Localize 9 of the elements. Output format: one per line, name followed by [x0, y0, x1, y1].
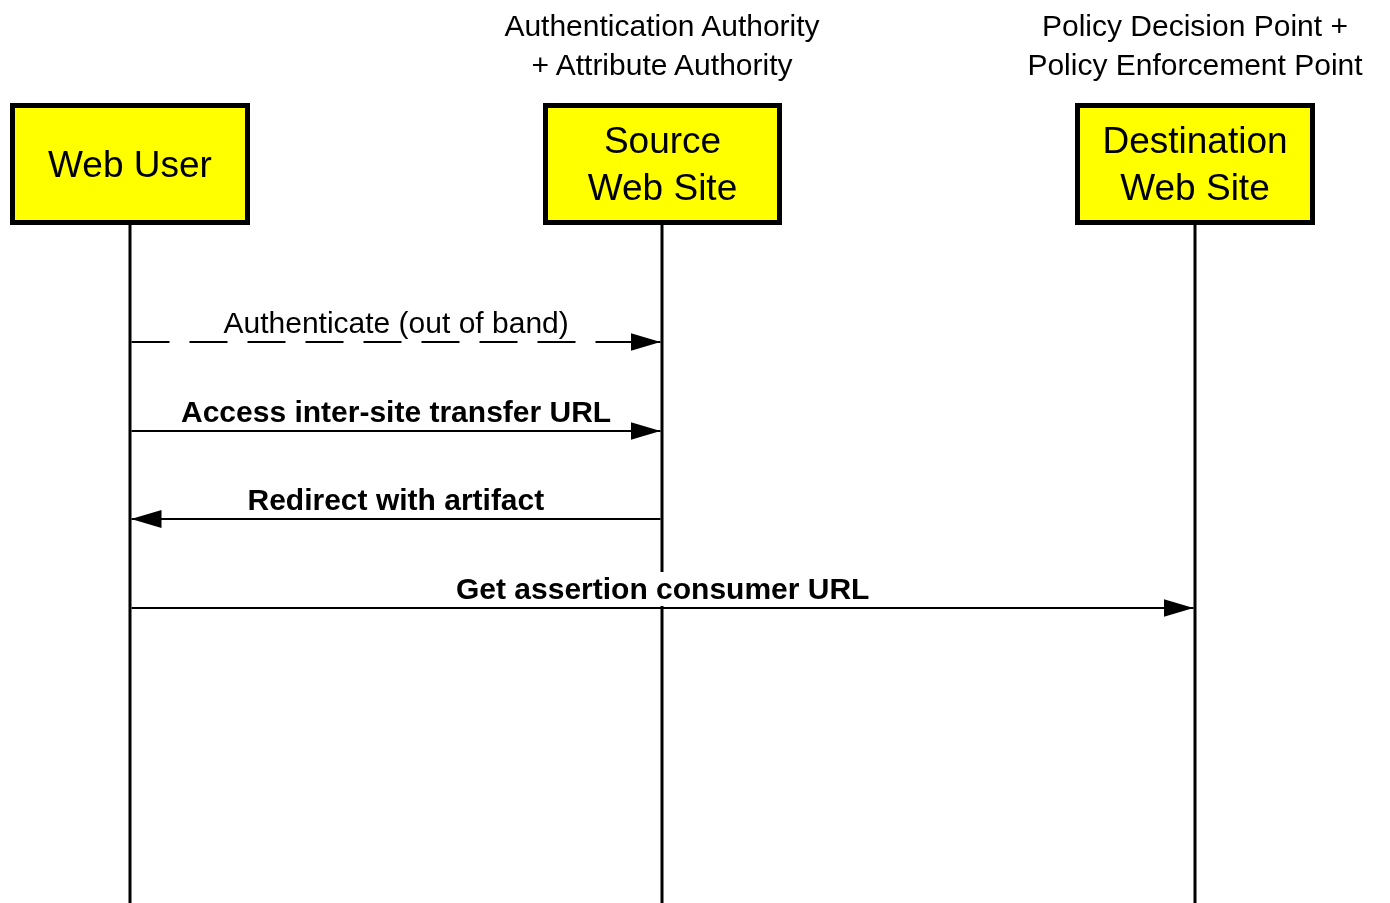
participant-box: Source Web Site — [543, 103, 782, 225]
message-arrow — [130, 422, 662, 440]
participant-box: Web User — [10, 103, 250, 225]
role-caption: Policy Decision Point + Policy Enforcement Point — [1026, 8, 1364, 83]
role-caption: Authentication Authority + Attribute Authority — [503, 8, 821, 83]
participant-box: Destination Web Site — [1075, 103, 1315, 225]
message-arrow — [130, 510, 662, 528]
message-arrow — [130, 333, 662, 351]
message-arrow — [130, 599, 1195, 617]
